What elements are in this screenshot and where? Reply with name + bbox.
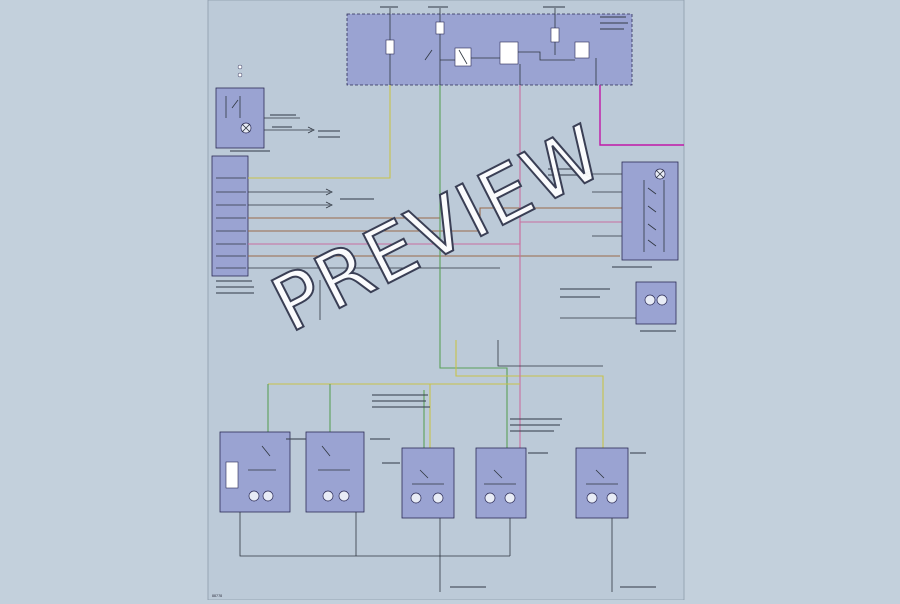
left-connector-box <box>211 155 249 277</box>
bottom-lamp-box-5 <box>575 447 629 519</box>
bottom-lamp-box-1 <box>219 431 291 513</box>
bottom-lamp-box-3 <box>401 447 455 519</box>
bottom-lamp-box-2 <box>305 431 365 513</box>
left-relay-symbols <box>225 96 252 134</box>
diagram-footer-code: 88778 <box>212 594 222 598</box>
right-switch-box <box>621 161 679 261</box>
annotation-marks <box>216 6 676 588</box>
legend-dot-2 <box>237 72 243 78</box>
top-fuse-row <box>385 8 597 85</box>
bottom-lamp-box-4 <box>475 447 527 519</box>
left-connector-pins <box>216 177 246 269</box>
legend-dot-1 <box>237 64 243 70</box>
right-lamp-box <box>635 281 677 325</box>
right-switch-symbols <box>643 168 666 252</box>
